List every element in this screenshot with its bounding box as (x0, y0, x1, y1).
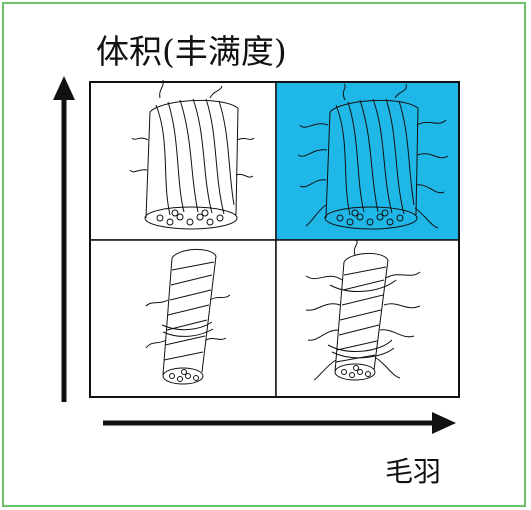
x-axis-label: 毛羽 (385, 455, 442, 488)
quadrant-grid (89, 81, 460, 398)
quadrant-bottom-left (89, 239, 277, 398)
compact-smooth-yarn-icon (145, 249, 231, 385)
loose-fluffy-yarn-icon (129, 79, 255, 230)
compact-hairy-yarn-icon (305, 239, 421, 381)
quadrant-top-right (275, 81, 460, 241)
loose-hairy-yarn-icon (297, 83, 449, 230)
x-axis-arrow (103, 412, 456, 434)
quadrant-bottom-right (275, 239, 460, 398)
y-axis-label: 体积(丰满度) (96, 32, 287, 71)
y-axis-arrow (53, 76, 75, 402)
